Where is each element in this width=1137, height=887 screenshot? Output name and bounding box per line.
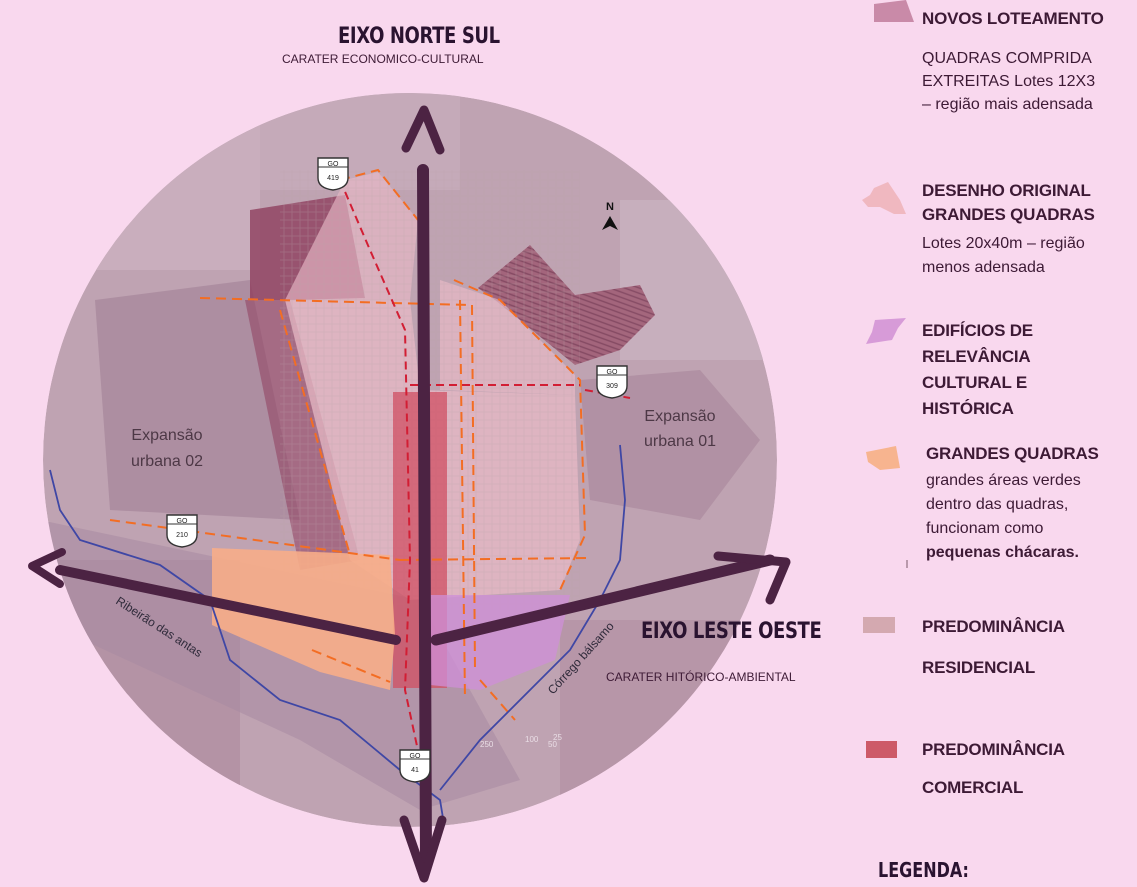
road-shield-go419: GO 419 (317, 157, 349, 191)
legend-title-commercial-2: COMERCIAL (922, 778, 1024, 797)
legend-desc-line: menos adensada (922, 259, 1045, 276)
expansion-02-label-2: urbana 02 (131, 453, 203, 470)
svg-text:210: 210 (176, 532, 188, 539)
svg-text:N: N (606, 201, 614, 213)
east-west-axis-title: EIXO LESTE OESTE (641, 619, 822, 644)
svg-text:GO: GO (410, 753, 421, 760)
svg-text:25: 25 (553, 733, 562, 742)
legend-title-new-subdivisions: NOVOS LOTEAMENTO (922, 9, 1104, 28)
expansion-01-area (580, 370, 760, 520)
north-arrow-icon: N (602, 201, 618, 230)
svg-text:41: 41 (411, 767, 419, 774)
scale-labels: 250 100 25 50 (480, 733, 562, 749)
svg-text:GO: GO (177, 518, 188, 525)
road-shield-go41: GO 41 (399, 749, 431, 783)
north-south-axis-subtitle: CARATER ECONOMICO-CULTURAL (282, 52, 484, 66)
legend-desc-line: funcionam como (926, 520, 1044, 537)
legend-title-cultural-buildings-4: HISTÓRICA (922, 399, 1014, 418)
legend-swatch-large-blocks (866, 446, 900, 470)
legend-desc-line: QUADRAS COMPRIDA (922, 50, 1092, 67)
svg-text:GO: GO (607, 369, 618, 376)
legend-title-cultural-buildings: EDIFÍCIOS DE (922, 321, 1033, 340)
legend-title-large-blocks: GRANDES QUADRAS (926, 444, 1099, 463)
legend-heading: LEGENDA: (878, 858, 969, 882)
north-south-axis-title: EIXO NORTE SUL (338, 24, 500, 49)
legend-desc-emphasis: pequenas chácaras. (926, 544, 1079, 561)
legend-swatch-commercial (866, 741, 897, 758)
legend-title-original-design: DESENHO ORIGINAL (922, 181, 1091, 200)
legend-desc-line: grandes áreas verdes (926, 472, 1081, 489)
north-south-axis-arrow (399, 105, 447, 883)
legend-desc-line: – região mais adensada (922, 96, 1093, 113)
legend-title-residential: PREDOMINÂNCIA (922, 617, 1065, 636)
legend-swatch-cultural-buildings (866, 318, 906, 344)
legend-title-original-design-2: GRANDES QUADRAS (922, 205, 1095, 224)
legend-title-cultural-buildings-3: CULTURAL E (922, 373, 1028, 392)
expansion-02-label: Expansão (131, 427, 202, 444)
legend-desc-line: dentro das quadras, (926, 496, 1069, 513)
legend-swatch-new-subdivisions (874, 0, 914, 22)
east-west-axis-arrow (28, 548, 791, 646)
legend-title-residential-2: RESIDENCIAL (922, 658, 1036, 677)
expansion-01-label: Expansão (644, 408, 715, 425)
svg-text:419: 419 (327, 175, 339, 182)
expansion-02-area (95, 280, 300, 520)
svg-text:50: 50 (548, 740, 557, 749)
legend-swatch-residential (863, 617, 895, 633)
legend-desc-line: EXTREITAS Lotes 12X3 (922, 73, 1096, 90)
svg-text:100: 100 (525, 735, 539, 744)
expansion-01-label-2: urbana 01 (644, 433, 716, 450)
legend-title-cultural-buildings-2: RELEVÂNCIA (922, 347, 1031, 366)
svg-text:GO: GO (328, 161, 339, 168)
svg-text:250: 250 (480, 740, 494, 749)
legend-swatch-original-design (862, 182, 906, 214)
east-west-axis-subtitle: CARATER HITÓRICO-AMBIENTAL (606, 670, 796, 684)
road-shield-go210: GO 210 (166, 514, 198, 548)
legend-desc-line: Lotes 20x40m – região (922, 235, 1085, 252)
svg-text:309: 309 (606, 383, 618, 390)
legend-title-commercial: PREDOMINÂNCIA (922, 740, 1065, 759)
road-shield-go309: GO 309 (596, 365, 628, 399)
